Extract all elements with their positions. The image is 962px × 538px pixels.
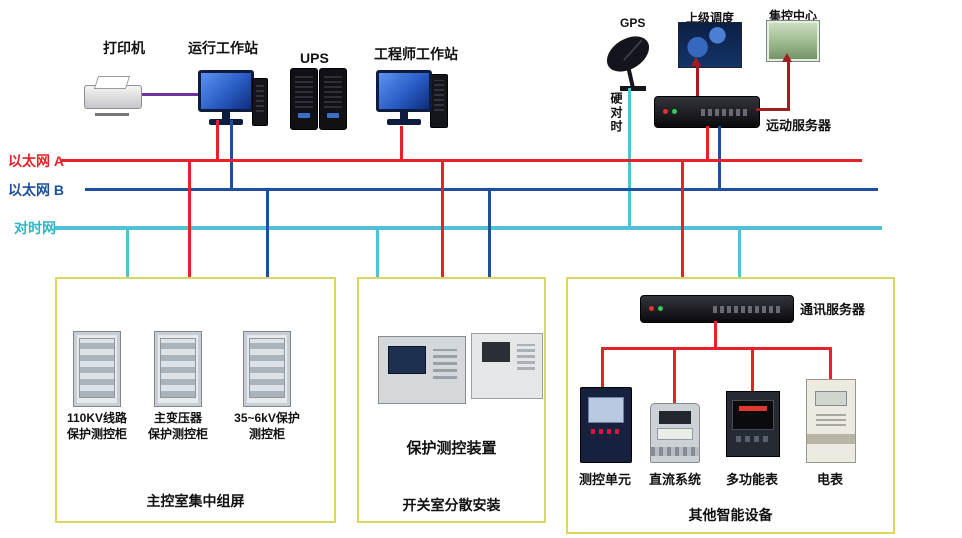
gps-label: GPS: [620, 16, 646, 30]
ethernet-a-label: 以太网 A: [8, 153, 64, 169]
control-center-image: [766, 20, 820, 62]
110kv-cabinet-label-line1: 110KV线路: [66, 411, 128, 425]
box2-bus-b-drop: [488, 191, 491, 277]
35-6kv-cabinet-label-line1: 35~6kV保护: [234, 411, 300, 425]
multifunction-meter-icon: [726, 391, 780, 457]
box2-time-sync-drop: [376, 230, 379, 277]
transformer-cabinet-icon: [154, 331, 202, 407]
operator-workstation-label: 运行工作站: [188, 40, 258, 56]
drop-to-ce-unit: [601, 347, 604, 387]
engineer-workstation-tower-icon: [430, 74, 448, 128]
engineer-workstation-label: 工程师工作站: [374, 46, 458, 62]
box2-bus-a-drop: [441, 162, 444, 277]
printer-link-line: [142, 93, 200, 96]
box1-title: 主控室集中组屏: [146, 493, 245, 509]
op-ws-to-bus-a-line: [216, 120, 219, 161]
ethernet-b-bus-line: [85, 188, 878, 191]
110kv-cabinet-icon: [73, 331, 121, 407]
multifunction-meter-label: 多功能表: [725, 472, 778, 487]
printer-label: 打印机: [103, 40, 145, 56]
switch-room-box: 保护测控装置 开关室分散安装: [357, 277, 546, 523]
gps-antenna-icon: [602, 30, 660, 94]
comm-server-drop-line: [714, 321, 717, 347]
comm-server-icon: [640, 295, 794, 323]
server-to-cc-line-v: [787, 62, 790, 111]
ups-unit-1-icon: [290, 68, 318, 130]
energy-meter-icon: [806, 379, 856, 463]
box3-bus-a-drop: [681, 162, 684, 295]
transformer-cabinet-label: 主变压器 保护测控柜: [133, 411, 223, 442]
op-ws-to-bus-b-line: [230, 120, 233, 190]
ups-label: UPS: [300, 50, 329, 66]
server-to-cc-line-h: [756, 108, 790, 111]
main-control-room-box: 110KV线路 保护测控柜 主变压器 保护测控柜 35~6kV保护 测控柜 主控…: [55, 277, 336, 523]
drop-to-dc-system: [673, 347, 676, 403]
operator-workstation-tower-icon: [252, 78, 268, 126]
server-to-bus-a-line: [706, 126, 709, 162]
gps-time-sync-line: [628, 88, 631, 228]
rtu-server-label: 远动服务器: [766, 118, 832, 133]
dispatch-center-image: [678, 22, 742, 68]
protection-device-1-icon: [378, 336, 466, 404]
engineer-workstation-monitor-icon: [376, 70, 432, 125]
110kv-cabinet-label: 110KV线路 保护测控柜: [51, 411, 143, 442]
drop-to-multifunction-meter: [751, 347, 754, 391]
measure-control-unit-icon: [580, 387, 632, 463]
distribution-line: [601, 347, 831, 350]
server-to-bus-b-line: [718, 126, 721, 191]
dispatch-arrowhead: [691, 57, 701, 66]
comm-server-label: 通讯服务器: [800, 302, 866, 317]
protection-device-2-icon: [471, 333, 543, 399]
box1-time-sync-drop: [126, 230, 129, 277]
other-devices-box: 通讯服务器 测控单元 直流系统 多功能表 电表 其他智能设备: [566, 277, 895, 534]
server-to-dispatch-line: [696, 66, 699, 96]
measure-control-unit-label: 测控单元: [578, 472, 631, 487]
dispatch-label: 上级调度: [686, 11, 735, 25]
box1-bus-a-drop: [188, 162, 191, 277]
time-sync-bus-line: [55, 226, 882, 230]
hard-time-sync-label: 硬对时: [609, 92, 623, 134]
box3-time-sync-drop: [738, 230, 741, 295]
ethernet-a-bus-line: [60, 159, 862, 162]
ups-unit-2-icon: [319, 68, 347, 130]
dc-system-icon: [650, 403, 700, 463]
box3-title: 其他智能设备: [688, 507, 773, 523]
35-6kv-cabinet-label-line2: 测控柜: [248, 426, 285, 441]
35-6kv-cabinet-label: 35~6kV保护 测控柜: [219, 411, 315, 442]
energy-meter-label: 电表: [816, 472, 843, 487]
box2-title: 开关室分散安装: [402, 497, 501, 513]
cc-arrowhead: [782, 53, 792, 62]
printer-icon: [84, 76, 142, 116]
drop-to-energy-meter: [829, 347, 832, 379]
transformer-cabinet-label-line1: 主变压器: [153, 411, 202, 425]
operator-workstation-monitor-icon: [198, 70, 254, 125]
rtu-server-icon: [654, 96, 760, 128]
time-sync-net-label: 对时网: [14, 220, 56, 236]
box1-bus-b-drop: [266, 191, 269, 277]
ethernet-b-label: 以太网 B: [8, 182, 64, 198]
eng-ws-to-bus-a-line: [400, 126, 403, 161]
35-6kv-cabinet-icon: [243, 331, 291, 407]
control-center-label: 集控中心: [769, 9, 818, 23]
110kv-cabinet-label-line2: 保护测控柜: [66, 426, 127, 441]
protection-device-label: 保护测控装置: [406, 440, 497, 457]
transformer-cabinet-label-line2: 保护测控柜: [147, 426, 208, 441]
dc-system-label: 直流系统: [648, 472, 701, 487]
